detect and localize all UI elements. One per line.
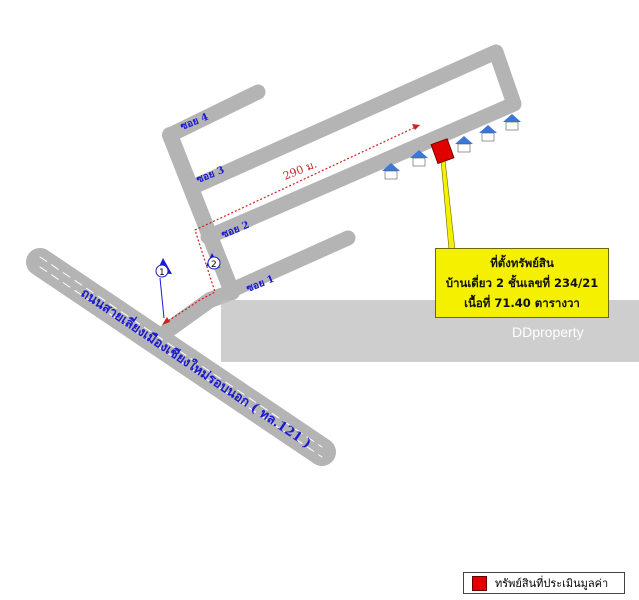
- main-road-lane: [39, 256, 323, 448]
- distance-label: 290 ม.: [281, 158, 319, 183]
- marker-2-label: 2: [211, 260, 217, 270]
- house-icon: [410, 150, 428, 167]
- marker-2: 2: [206, 253, 221, 270]
- soi-4-road: [162, 84, 266, 143]
- legend-label: ทรัพย์สินที่ประเมินมูลค่า: [495, 577, 609, 590]
- soi-1-road: [224, 230, 356, 298]
- subject-property-marker: [430, 138, 455, 165]
- house-icon: [503, 114, 521, 131]
- marker-1-label: 1: [159, 268, 165, 278]
- house-icons: [382, 114, 521, 180]
- main-road: [26, 248, 336, 466]
- marker-1: 1: [155, 258, 172, 319]
- property-callout: ที่ตั้งทรัพย์สิน บ้านเดี่ยว 2 ชั้นเลขที่…: [435, 248, 609, 318]
- route-arrow-tail: [162, 317, 170, 325]
- legend-swatch: [472, 575, 487, 591]
- legend: ทรัพย์สินที่ประเมินมูลค่า: [463, 572, 625, 594]
- loop-road: [185, 44, 522, 245]
- callout-title: ที่ตั้งทรัพย์สิน: [490, 256, 554, 270]
- house-icon: [455, 136, 473, 153]
- route-arrow-head: [412, 124, 420, 130]
- callout-line2: เนื้อที่ 71.40 ตารางวา: [464, 296, 580, 310]
- callout-line1: บ้านเดี่ยว 2 ชั้นเลขที่ 234/21: [445, 276, 599, 290]
- soi-main-road: [162, 127, 240, 300]
- callout-pointer: [440, 159, 456, 251]
- house-icon: [382, 163, 400, 180]
- house-icon: [479, 125, 497, 142]
- watermark-logo: DDproperty: [512, 324, 584, 340]
- main-road-lane: [39, 266, 323, 458]
- roads: [26, 44, 522, 466]
